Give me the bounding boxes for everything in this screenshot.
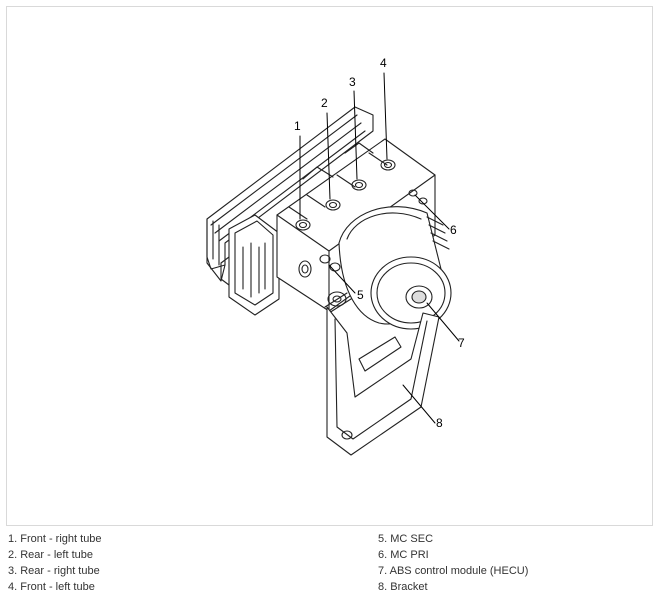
- ecu-housing: [206, 106, 374, 282]
- connector-plug: [220, 214, 280, 316]
- parts-legend: 1. Front - right tube 2. Rear - left tub…: [8, 531, 648, 601]
- callout-5: 5: [357, 288, 364, 302]
- legend-item-2: 2. Rear - left tube: [8, 549, 93, 561]
- legend-column-right: 5. MC SEC 6. MC PRI 7. ABS control modul…: [378, 531, 528, 595]
- legend-item-6: 6. MC PRI: [378, 549, 429, 561]
- callout-3: 3: [349, 75, 356, 89]
- callout-2: 2: [321, 96, 328, 110]
- callout-1: 1: [294, 119, 301, 133]
- pump-motor: [338, 206, 452, 330]
- leader-lines: [299, 72, 460, 424]
- callout-4: 4: [380, 56, 387, 70]
- callout-6: 6: [450, 223, 457, 237]
- port-front-right: [295, 219, 311, 231]
- diagram-frame: 1 2 3 4 5 6 7 8: [6, 6, 653, 526]
- port-rear-left: [325, 199, 341, 211]
- mounting-bracket: [326, 306, 440, 456]
- callout-7: 7: [458, 336, 465, 350]
- legend-item-8: 8. Bracket: [378, 581, 428, 593]
- legend-item-4: 4. Front - left tube: [8, 581, 95, 593]
- legend-item-1: 1. Front - right tube: [8, 533, 102, 545]
- legend-item-5: 5. MC SEC: [378, 533, 434, 545]
- legend-item-3: 3. Rear - right tube: [8, 565, 100, 577]
- callout-8: 8: [436, 416, 443, 430]
- port-rear-right: [351, 179, 367, 191]
- callout-labels: 1 2 3 4 5 6 7 8: [294, 56, 465, 430]
- legend-column-left: 1. Front - right tube 2. Rear - left tub…: [8, 531, 102, 595]
- legend-item-7: 7. ABS control module (HECU): [378, 565, 529, 577]
- abs-unit-illustration: 1 2 3 4 5 6 7 8: [206, 56, 465, 456]
- port-front-left: [380, 159, 396, 171]
